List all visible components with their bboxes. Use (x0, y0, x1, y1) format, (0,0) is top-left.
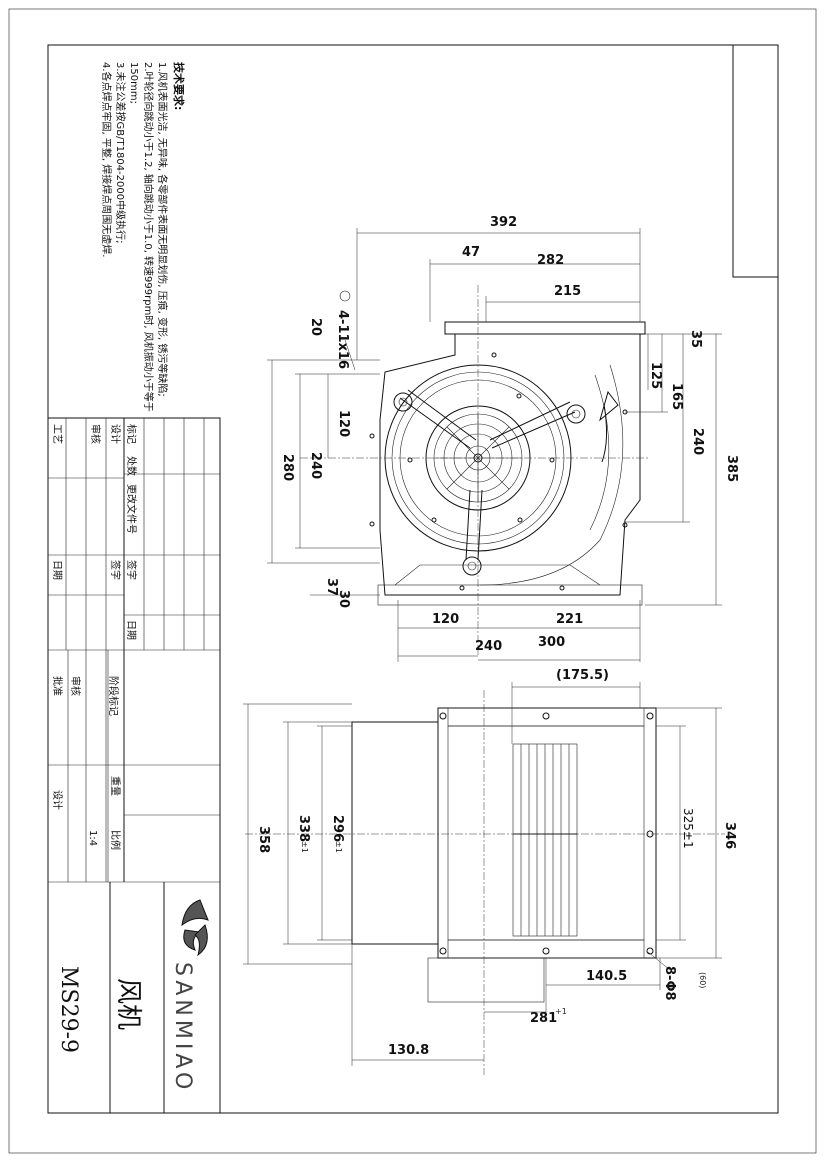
corner-box (732, 45, 778, 278)
front-view: 392 47 282 215 4-11x16 280 240 120 20 37… (267, 215, 739, 662)
side-view: (175.5) 358 338 ±1 296 ±1 325±1 346 140.… (243, 668, 737, 1075)
dim-325: 325±1 (681, 808, 695, 849)
dim-175-5: (175.5) (556, 668, 609, 683)
label-process: 工艺 (51, 424, 63, 444)
support-arm-3 (465, 489, 483, 561)
label-check-2: 审核 (69, 676, 82, 696)
dim-240-left: 240 (308, 452, 323, 479)
dim-221: 221 (556, 612, 583, 627)
dim-282: 282 (537, 253, 564, 268)
label-date-2: 日期 (51, 560, 63, 580)
label-count: 处数 (125, 456, 138, 476)
dim-296: 296 (330, 815, 345, 842)
dim-385: 385 (724, 455, 739, 482)
dim-30: 30 (336, 590, 351, 608)
outer-frame (8, 8, 817, 1154)
dim-215: 215 (554, 284, 581, 299)
dim-338-tol: ±1 (300, 841, 309, 853)
support-arm-1 (399, 389, 477, 449)
dim-281: 281 (530, 1011, 557, 1026)
part-name: 风机 (113, 978, 143, 1030)
dim-140-5: 140.5 (586, 969, 627, 984)
dim-120-left: 120 (336, 410, 351, 437)
notes-title: 技术要求: (172, 62, 186, 110)
technical-notes: 技术要求: 1.风机表面光洁, 无异味, 各零部件表面无明显划伤, 压痕, 变形… (100, 62, 186, 412)
sanmiao-logo-icon (181, 899, 209, 957)
dim-281-tol: +1 (555, 1007, 567, 1016)
notes-line-5: 4.各点焊点牢固, 平整, 焊接焊点周围无虚焊. (100, 62, 113, 257)
outlet-duct (351, 721, 439, 945)
dim-20: 20 (308, 318, 323, 336)
dim-296-tol: ±1 (334, 841, 343, 853)
dim-120-bottom: 120 (432, 612, 459, 627)
label-change-no: 更改文件号 (125, 484, 138, 534)
hole-symbol-icon (339, 290, 351, 302)
dim-240-bottom: 240 (475, 639, 502, 654)
dim-346: 346 (722, 822, 737, 849)
support-arm-2 (489, 401, 576, 449)
title-block: 工艺 审核 设计 标记 处数 更改文件号 签字 日期 签字 日期 批准 审核 设… (47, 417, 221, 1114)
dim-358: 358 (256, 826, 271, 853)
label-sign-2: 签字 (109, 560, 122, 580)
side-housing (437, 707, 657, 959)
label-design-2: 设计 (51, 790, 64, 810)
dim-165: 165 (669, 383, 684, 410)
dim-130-8: 130.8 (388, 1043, 429, 1058)
label-weight: 重量 (109, 776, 122, 796)
airflow-arrow-icon (599, 390, 619, 463)
dim-8-holes: 8-Φ8 (662, 966, 677, 1001)
dim-392: 392 (490, 215, 517, 230)
logo-text: SANMIAO (170, 962, 195, 1093)
label-scale: 比例 (109, 830, 122, 850)
dim-300: 300 (538, 635, 565, 650)
dim-47: 47 (462, 245, 480, 260)
label-date: 日期 (125, 620, 137, 640)
dim-37: 37 (324, 578, 339, 596)
notes-line-3: 150mm; (128, 62, 139, 104)
label-approve: 批准 (51, 676, 64, 696)
notes-line-2: 2.叶轮径向跳动小于1.2, 轴向跳动小于1.0, 转速999rpm时, 风机振… (142, 62, 155, 412)
dim-60: (60) (698, 972, 707, 988)
housing-outline (379, 333, 641, 596)
drawing-number: MS29-9 (56, 966, 81, 1053)
dim-240-right: 240 (690, 428, 705, 455)
dim-280: 280 (280, 454, 295, 481)
notes-line-1: 1.风机表面光洁, 无异味, 各零部件表面无明显划伤, 压痕, 变形, 锈污等缺… (156, 62, 169, 397)
label-sign: 签字 (125, 560, 138, 580)
dim-holes: 4-11x16 (335, 310, 350, 369)
dim-125: 125 (648, 362, 663, 389)
label-stage: 阶段标记 (107, 676, 120, 716)
label-check: 审核 (89, 424, 102, 444)
scale-value: 1:4 (87, 830, 98, 846)
notes-line-4: 3.未注公差按GB/T1804-2000中级执行; (114, 62, 127, 244)
dim-338: 338 (296, 815, 311, 842)
label-design: 设计 (109, 424, 122, 444)
label-mark: 标记 (125, 424, 137, 444)
dim-35: 35 (688, 330, 703, 348)
